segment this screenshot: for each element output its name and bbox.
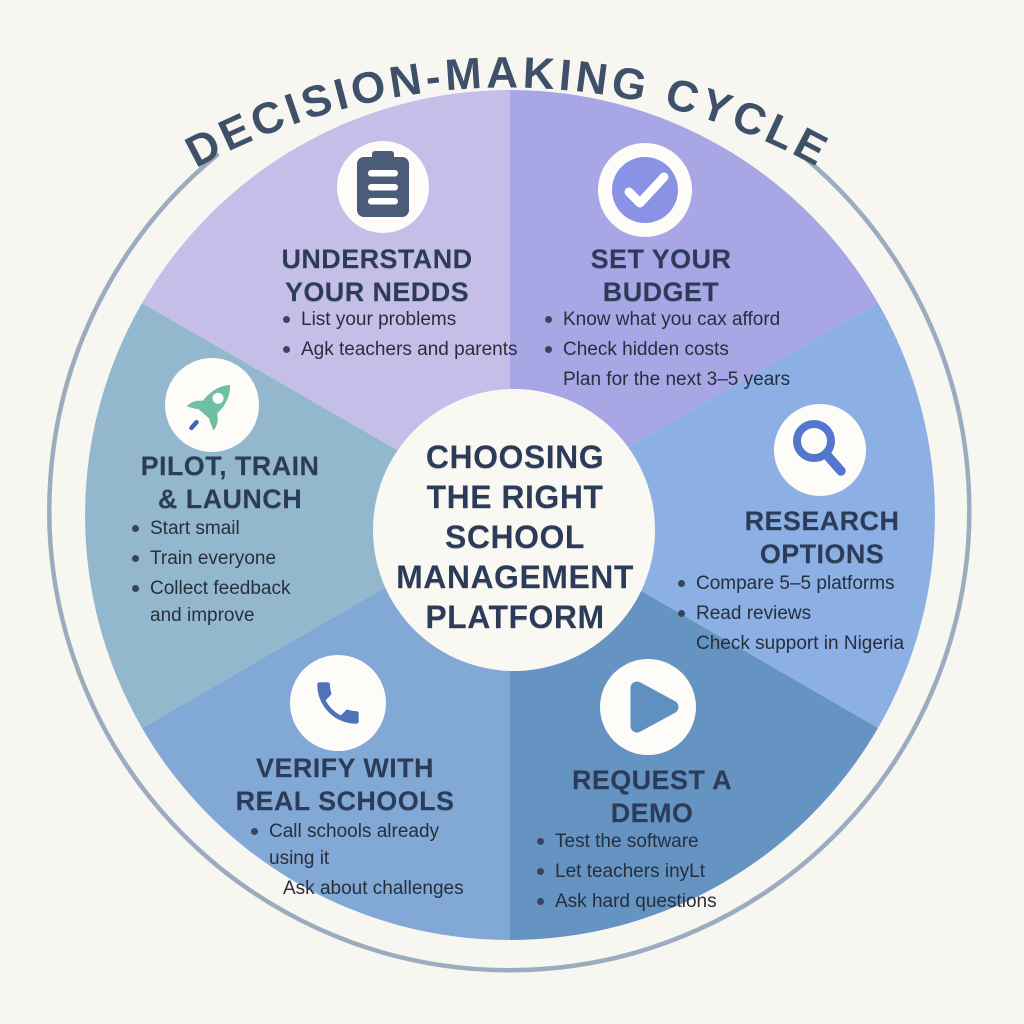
segment-verify-title: VERIFY WITH REAL SCHOOLS [235,753,455,816]
rocket-icon [165,358,259,452]
outer-ring [47,152,972,973]
list-item: Ask about challenges [283,878,464,899]
bullet-dot [678,580,685,587]
segment-verify-items: Call schools already using it Ask about … [251,818,476,905]
list-item: List your problems [283,306,563,333]
bullet-dot [537,898,544,905]
list-item: Plan for the next 3–5 years [563,369,791,390]
list-item: Test the software [537,828,797,855]
list-item: Call schools already using it [251,818,476,872]
center-circle [373,389,655,671]
bullet-dot [132,555,139,562]
clipboard-icon [337,141,429,233]
segment-research-title: RESEARCH OPTIONS [744,506,900,569]
list-item: Let teachers inyLt [537,858,797,885]
bullet-dot [678,610,685,617]
bullet-dot [537,838,544,845]
bullet-dot [545,316,552,323]
segment-demo-title: REQUEST A DEMO [571,765,733,828]
bullet-dot [283,316,290,323]
play-icon [600,659,696,755]
list-item: Train everyone [132,545,342,572]
bullet-dot [132,585,139,592]
segment-understand-title: UNDERSTAND YOUR NEDDS [281,244,473,307]
segment-budget-title: SET YOUR BUDGET [590,244,732,307]
segment-pilot-title: PILOT, TRAIN & LAUNCH [140,451,320,514]
list-item: Collect feedback and improve [132,575,342,629]
segment-pilot-items: Start smail Train everyone Collect feedb… [132,515,342,632]
center-title: CHOOSING THE RIGHT SCHOOL MANAGEMENT PLA… [396,439,634,635]
list-item: Read reviews [678,600,958,627]
segment-demo-items: Test the software Let teachers inyLt Ask… [537,828,797,918]
list-item: Check hidden costs [545,336,845,363]
bullet-dot [283,346,290,353]
segment-understand-items: List your problems Agk teachers and pare… [283,306,563,366]
list-item: Compare 5–5 platforms [678,570,958,597]
bullet-dot [545,346,552,353]
list-item: Start smail [132,515,342,542]
segment-research-items: Compare 5–5 platforms Read reviews Check… [678,570,958,660]
bullet-dot [537,868,544,875]
phone-icon [290,655,386,751]
magnifier-icon [774,404,866,496]
list-item: Check support in Nigeria [696,633,905,654]
list-item: Ask hard questions [537,888,797,915]
bullet-dot [132,525,139,532]
checkmark-icon [598,143,692,237]
list-item: Know what you cax afford [545,306,845,333]
segment-budget-items: Know what you cax afford Check hidden co… [545,306,845,396]
bullet-dot [251,828,258,835]
list-item: Agk teachers and parents [283,336,563,363]
